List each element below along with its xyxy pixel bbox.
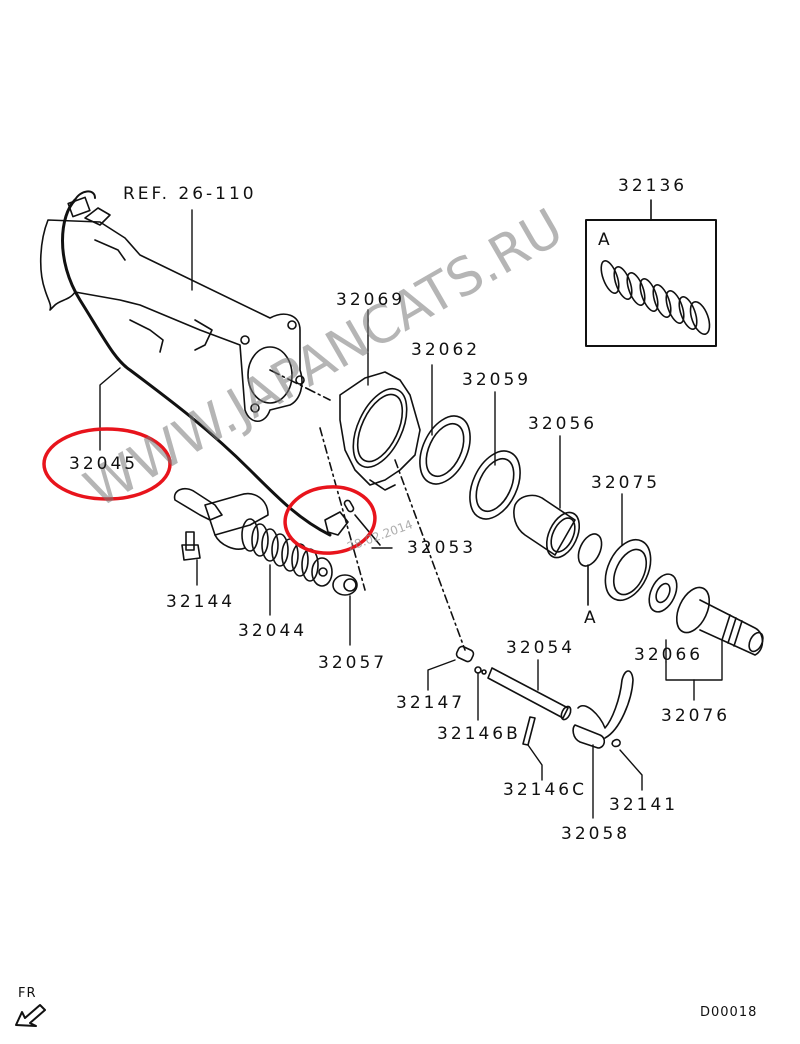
shaft-32076 (675, 586, 764, 656)
cap-32057 (332, 574, 358, 596)
hub-32075 (604, 538, 652, 602)
front-direction-arrow-icon (15, 1004, 46, 1027)
callout-32075[interactable]: 32075 (591, 473, 661, 493)
callout-32057[interactable]: 32057 (318, 653, 388, 673)
ball-32146b (474, 666, 487, 675)
fitting-32053 (324, 499, 381, 546)
pin-32146c (522, 716, 536, 746)
actuator-32044 (173, 488, 333, 587)
highlight-32045 (42, 427, 172, 501)
callout-32146c[interactable]: 32146C (503, 780, 587, 800)
callout-32141[interactable]: 32141 (609, 795, 679, 815)
inset-32136 (585, 199, 717, 347)
callout-32147[interactable]: 32147 (396, 693, 466, 713)
fork-32058 (572, 670, 634, 749)
callout-32056[interactable]: 32056 (528, 414, 598, 434)
callout-32045[interactable]: 32045 (69, 454, 139, 474)
highlight-circles (42, 427, 377, 555)
inset-marker: A (598, 230, 613, 250)
callout-32044[interactable]: 32044 (238, 621, 308, 641)
callout-32069[interactable]: 32069 (336, 290, 406, 310)
callout-32146b[interactable]: 32146B (437, 724, 521, 744)
housing-32069 (319, 371, 466, 651)
axle-housing (39, 207, 331, 423)
marker-a: A (584, 608, 599, 628)
callout-32066[interactable]: 32066 (634, 645, 704, 665)
callout-32144[interactable]: 32144 (166, 592, 236, 612)
sleeve-32056 (513, 494, 581, 559)
bolt-32144 (181, 531, 201, 561)
inset-part-number[interactable]: 32136 (618, 176, 688, 196)
callout-32062[interactable]: 32062 (411, 340, 481, 360)
seal-32059 (469, 450, 521, 520)
diagram-code: D00018 (700, 1005, 758, 1020)
cable-32045 (61, 190, 332, 537)
direction-label: FR (18, 986, 37, 1001)
highlight-32053 (283, 485, 377, 555)
snap-ring-a (577, 533, 603, 606)
leader-lines (99, 209, 723, 819)
callout-32054[interactable]: 32054 (506, 638, 576, 658)
callout-32076[interactable]: 32076 (661, 706, 731, 726)
reference-label: REF. 26-110 (123, 184, 257, 204)
bearing-32066 (648, 573, 678, 613)
callout-32058[interactable]: 32058 (561, 824, 631, 844)
callout-32053[interactable]: 32053 (407, 538, 477, 558)
collar-32147 (455, 645, 475, 663)
seal-32062 (419, 415, 471, 485)
clip-32141 (611, 738, 621, 748)
callout-32059[interactable]: 32059 (462, 370, 532, 390)
rod-32054 (487, 667, 572, 721)
